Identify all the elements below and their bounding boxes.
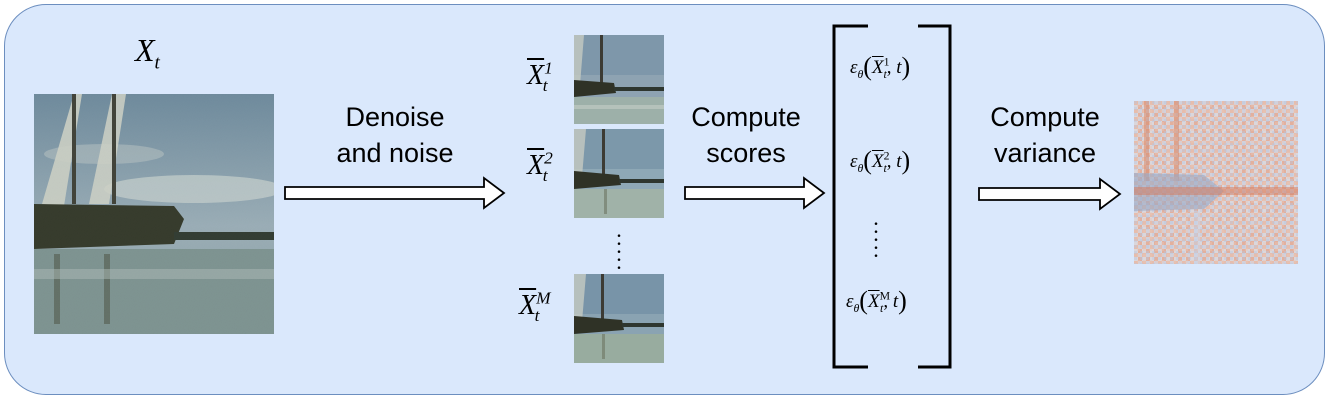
input-label: Xt: [135, 32, 160, 74]
sample-label-2: X2t: [527, 148, 553, 185]
sample-label-m: XMt: [519, 288, 551, 325]
score-entry-2: εθ(X2t, t): [850, 146, 911, 175]
sample-label-1: X1t: [527, 58, 553, 95]
arrow-denoise: [284, 176, 506, 210]
samples-ellipsis: .....: [616, 217, 622, 274]
step-variance-label: Compute variance: [990, 102, 1100, 168]
input-image: [34, 94, 274, 334]
step-scores-label: Compute scores: [691, 102, 801, 168]
sample-image-m: [574, 274, 664, 363]
sample-image-1: [574, 35, 664, 124]
score-matrix-brackets: [832, 24, 952, 369]
score-entry-1: εθ(X1t, t): [850, 52, 911, 81]
step-denoise-label: Denoise and noise: [336, 102, 454, 168]
arrow-scores: [684, 176, 826, 210]
sample-image-2: [574, 129, 664, 218]
arrow-variance: [978, 177, 1122, 211]
scores-ellipsis: .....: [873, 205, 879, 262]
score-entry-m: εθ(XMt, t): [846, 286, 907, 315]
variance-map-image: [1134, 101, 1298, 264]
